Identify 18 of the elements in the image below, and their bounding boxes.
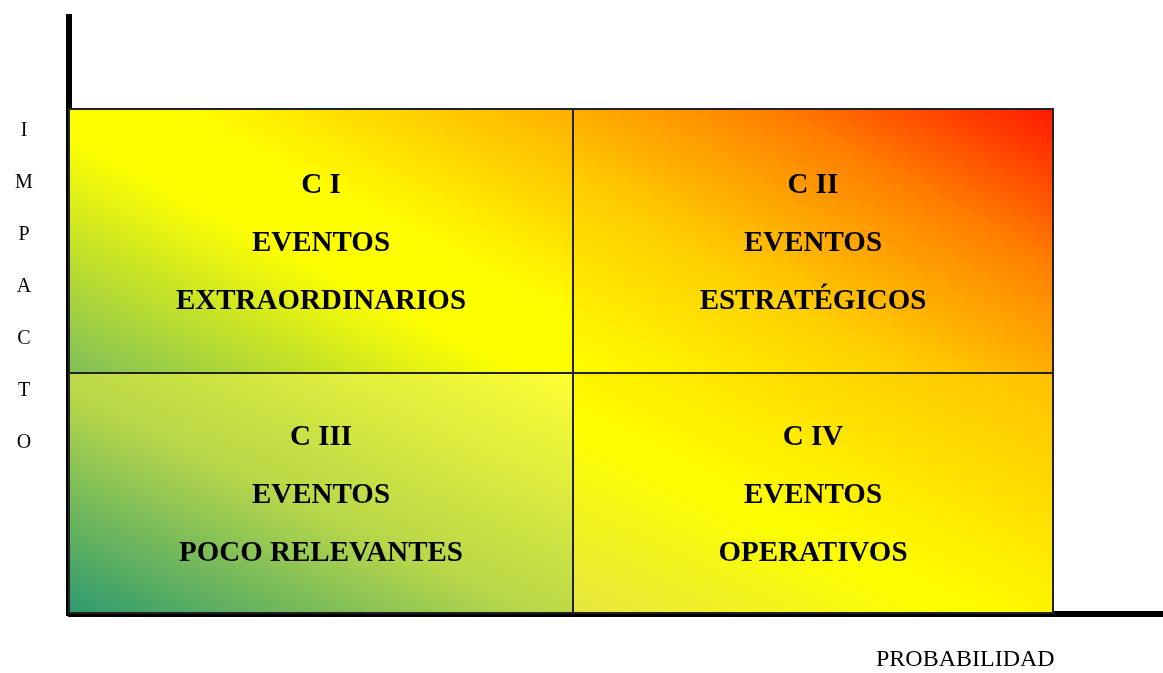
quadrant-code: C I <box>301 168 341 198</box>
quadrant-title: EXTRAORDINARIOS <box>175 284 466 314</box>
quadrant-title: ESTRATÉGICOS <box>699 284 927 314</box>
quadrant-title: OPERATIVOS <box>718 536 908 566</box>
matrix-quadrant <box>68 108 574 374</box>
quadrant-heading: EVENTOS <box>251 226 391 256</box>
quadrant-code: C II <box>787 168 839 198</box>
matrix-quadrant <box>572 372 1054 614</box>
quadrant-heading: EVENTOS <box>743 226 883 256</box>
quadrant-heading: EVENTOS <box>743 478 883 508</box>
quadrant-code: C III <box>289 420 353 450</box>
matrix-quadrant <box>572 108 1054 374</box>
quadrant-code: C IV <box>782 420 844 450</box>
axis-label: PROBABILIDAD <box>876 645 1055 672</box>
quadrant-heading: EVENTOS <box>251 478 391 508</box>
matrix-quadrant <box>68 372 574 614</box>
quadrant-title: POCO RELEVANTES <box>179 536 463 566</box>
axis-label: IMPACTO <box>12 118 35 482</box>
